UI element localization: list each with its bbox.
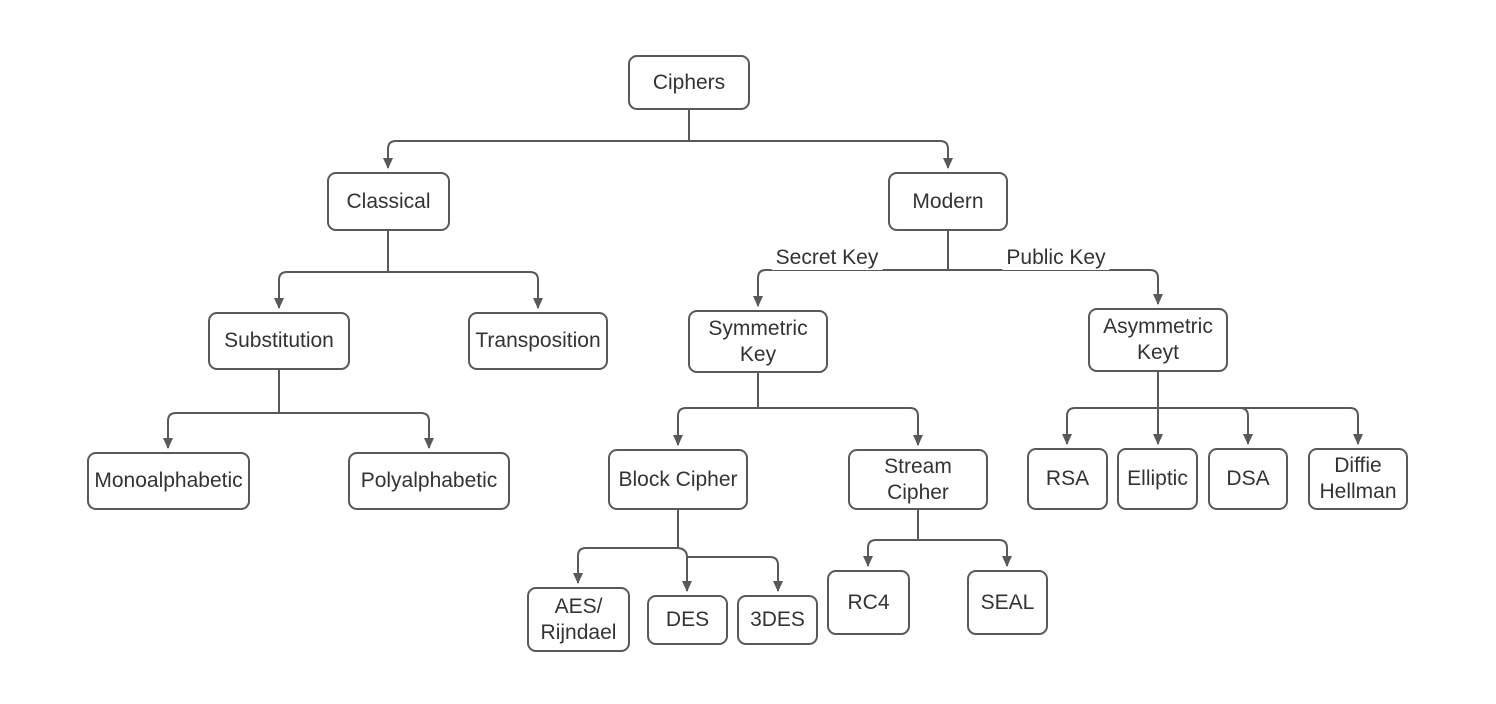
- node-classical[interactable]: Classical: [327, 172, 450, 231]
- edge-stream-seal: [918, 539, 1012, 567]
- node-elliptic[interactable]: Elliptic: [1117, 448, 1198, 510]
- node-stream-cipher-label: Stream Cipher: [884, 454, 952, 504]
- edge-substitution-polyalphabetic: [279, 412, 434, 449]
- node-block-cipher-label: Block Cipher: [618, 467, 738, 491]
- edge-label-secret-key: Secret Key: [771, 246, 883, 270]
- node-dsa[interactable]: DSA: [1208, 448, 1288, 510]
- edge-asymmetric-diffie: [1158, 407, 1363, 445]
- edge-ciphers-classical: [383, 140, 689, 169]
- node-3des[interactable]: 3DES: [737, 595, 818, 645]
- edge-block-des: [677, 547, 692, 592]
- node-dsa-label: DSA: [1226, 467, 1270, 490]
- edge-ciphers-modern: [689, 140, 953, 169]
- node-symmetric-key[interactable]: Symmetric Key: [688, 310, 828, 373]
- edge-block-aes: [573, 547, 678, 584]
- node-rc4[interactable]: RC4: [827, 570, 910, 635]
- node-elliptic-label: Elliptic: [1127, 467, 1188, 490]
- edge-substitution-monoalphabetic: [163, 412, 279, 449]
- edge-asymmetric-dsa: [1158, 407, 1253, 445]
- edge-symmetric-stream: [758, 407, 923, 446]
- node-rc4-label: RC4: [847, 590, 890, 614]
- node-seal[interactable]: SEAL: [967, 570, 1048, 635]
- node-symmetric-key-label: Symmetric Key: [708, 316, 808, 366]
- node-aes-rijndael-label: AES/ Rijndael: [540, 594, 617, 644]
- node-aes-rijndael[interactable]: AES/ Rijndael: [527, 587, 630, 652]
- edge-stream-rc4: [863, 539, 918, 567]
- edge-modern-symmetric: [753, 269, 948, 307]
- node-modern[interactable]: Modern: [888, 172, 1008, 231]
- edge-block-3des: [687, 556, 783, 592]
- edge-modern-asymmetric: [948, 269, 1163, 305]
- node-polyalphabetic-label: Polyalphabetic: [360, 469, 498, 492]
- node-rsa-label: RSA: [1045, 467, 1090, 490]
- node-ciphers-label: Ciphers: [652, 70, 726, 94]
- node-substitution[interactable]: Substitution: [208, 312, 350, 370]
- node-monoalphabetic[interactable]: Monoalphabetic: [87, 452, 250, 510]
- node-transposition[interactable]: Transposition: [468, 312, 608, 370]
- node-des[interactable]: DES: [647, 595, 728, 645]
- node-polyalphabetic[interactable]: Polyalphabetic: [348, 452, 510, 510]
- edge-label-public-key: Public Key: [1002, 246, 1110, 270]
- node-seal-label: SEAL: [980, 590, 1035, 614]
- node-diffie-hellman-label: Diffie Hellman: [1319, 454, 1397, 503]
- node-diffie-hellman[interactable]: Diffie Hellman: [1308, 448, 1408, 510]
- node-modern-label: Modern: [912, 189, 984, 213]
- edge-asymmetric-rsa: [1062, 407, 1158, 445]
- edge-symmetric-block: [673, 407, 758, 446]
- node-block-cipher[interactable]: Block Cipher: [608, 449, 748, 510]
- node-substitution-label: Substitution: [224, 329, 334, 352]
- node-asymmetric-key[interactable]: Asymmetric Keyt: [1088, 308, 1228, 372]
- node-asymmetric-key-label: Asymmetric Keyt: [1103, 315, 1213, 364]
- node-stream-cipher[interactable]: Stream Cipher: [848, 449, 988, 510]
- node-rsa[interactable]: RSA: [1027, 448, 1108, 510]
- node-transposition-label: Transposition: [475, 329, 601, 352]
- node-classical-label: Classical: [346, 189, 431, 213]
- node-des-label: DES: [665, 608, 710, 631]
- edge-classical-transposition: [388, 271, 543, 309]
- edge-classical-substitution: [274, 271, 388, 309]
- node-monoalphabetic-label: Monoalphabetic: [94, 469, 243, 492]
- node-ciphers[interactable]: Ciphers: [628, 55, 750, 110]
- node-3des-label: 3DES: [750, 608, 805, 631]
